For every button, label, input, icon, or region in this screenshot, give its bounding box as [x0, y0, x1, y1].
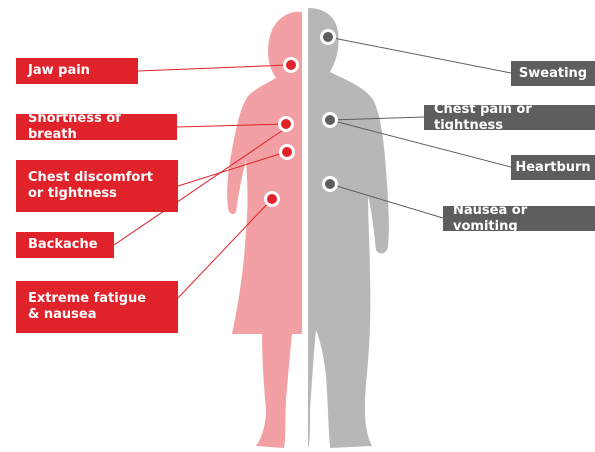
marker-sweat [320, 29, 336, 45]
label-text: Nausea or vomiting [453, 203, 585, 235]
label-heartburn: Heartburn [511, 155, 595, 180]
label-text: Jaw pain [28, 63, 90, 79]
marker-chest [279, 144, 295, 160]
female-silhouette [227, 12, 302, 448]
marker-breath [278, 116, 294, 132]
label-shortness-of-breath: Shortness of breath [16, 114, 177, 140]
label-text: Shortness of breath [28, 111, 165, 143]
label-text: Chest pain or tightness [434, 102, 585, 134]
label-backache: Backache [16, 232, 114, 258]
label-chest-discomfort: Chest discomfort or tightness [16, 160, 178, 212]
label-nausea: Nausea or vomiting [443, 206, 595, 231]
center-divider [303, 8, 307, 450]
marker-male-chest [322, 112, 338, 128]
label-text: Extreme fatigue & nausea [28, 291, 146, 323]
connector-jaw [138, 65, 289, 71]
label-text: Backache [28, 237, 98, 253]
label-text: Heartburn [515, 160, 590, 176]
label-sweating: Sweating [511, 61, 595, 86]
label-text: Chest discomfort or tightness [28, 170, 153, 202]
marker-fatigue [264, 191, 280, 207]
connector-sweat [328, 37, 511, 73]
label-jaw-pain: Jaw pain [16, 58, 138, 84]
marker-nausea [322, 176, 338, 192]
label-chest-pain: Chest pain or tightness [424, 105, 595, 130]
label-extreme-fatigue: Extreme fatigue & nausea [16, 281, 178, 333]
marker-jaw [283, 57, 299, 73]
label-text: Sweating [519, 66, 587, 82]
male-silhouette [308, 8, 389, 448]
